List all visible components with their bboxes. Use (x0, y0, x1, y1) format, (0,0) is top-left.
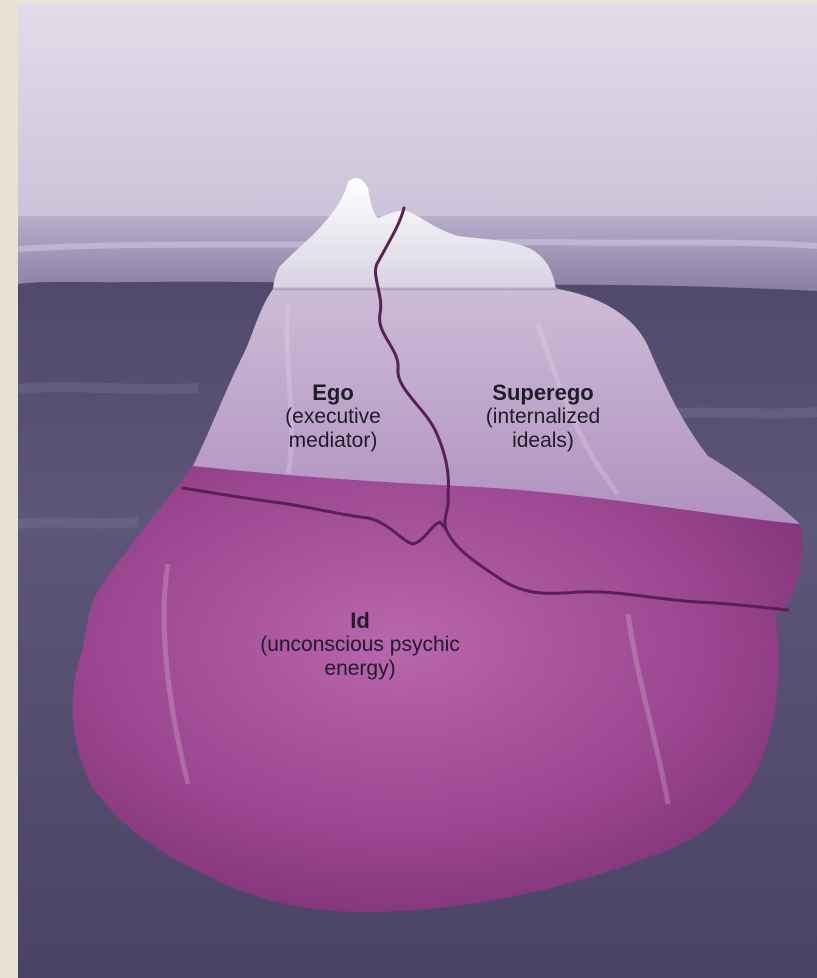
ego-label: Ego (executive mediator) (263, 380, 403, 453)
iceberg-illustration: Ego (executive mediator) Superego (inter… (18, 4, 817, 978)
id-description-line-1: (unconscious psychic (210, 633, 510, 657)
id-name: Id (210, 608, 510, 633)
ego-description-line-1: (executive (263, 405, 403, 429)
ego-description-line-2: mediator) (263, 429, 403, 453)
id-description-line-2: energy) (210, 657, 510, 681)
superego-label: Superego (internalized ideals) (453, 380, 633, 453)
superego-description-line-2: ideals) (453, 429, 633, 453)
sky (18, 4, 817, 219)
superego-description-line-1: (internalized (453, 405, 633, 429)
id-label: Id (unconscious psychic energy) (210, 608, 510, 681)
ego-name: Ego (263, 380, 403, 405)
iceberg-artwork (18, 4, 817, 978)
superego-name: Superego (453, 380, 633, 405)
